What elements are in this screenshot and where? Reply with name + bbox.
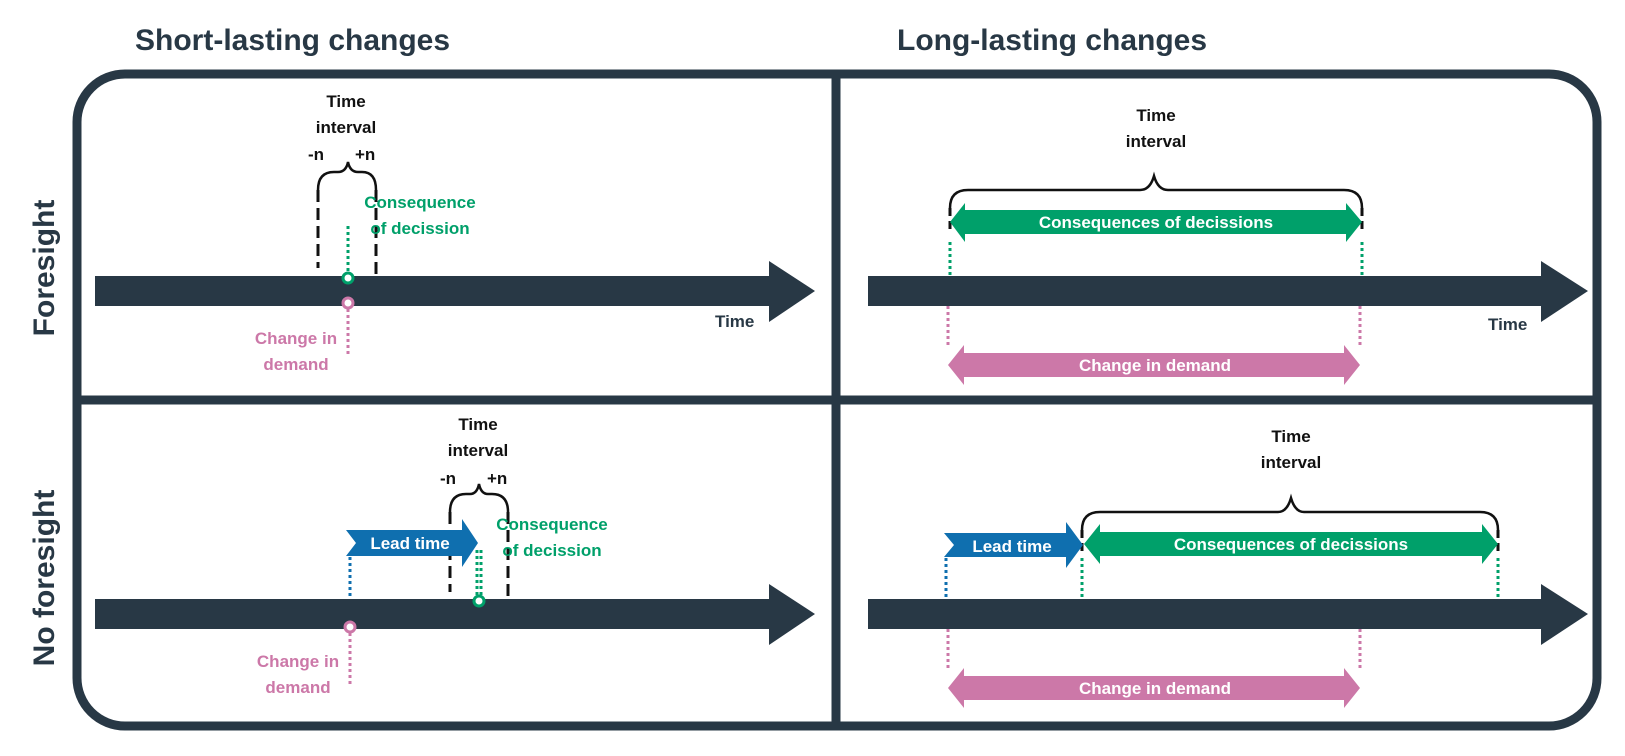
change-label-line2: demand [265,678,330,697]
time-interval-brace [948,171,1364,209]
header-short-lasting: Short-lasting changes [135,24,450,57]
time-interval-label: Time [1271,427,1310,446]
time-interval-label: Time [1136,106,1175,125]
consequence-marker [472,594,486,608]
time-axis-arrow [95,261,815,322]
row-label-foresight: Foresight [28,200,61,337]
consequence-marker [341,271,355,285]
change-label: Change in [255,329,337,348]
change-label: Change in [257,652,339,671]
consequences-double-arrow [1084,524,1498,564]
quadrant-short-foresight: Time Time interval -n +n Consequence of … [95,92,815,374]
quadrant-long-no-foresight: Time interval Lead time Consequences of … [868,427,1588,708]
change-label: Change in demand [1079,679,1231,698]
lead-time-arrow [944,522,1083,568]
time-interval-brace [448,483,510,513]
consequences-label: Consequences of decissions [1039,213,1273,232]
time-interval-label: Time [326,92,365,111]
consequence-label: Consequence [496,515,607,534]
time-axis-label: Time [715,312,754,331]
time-axis-arrow [868,261,1588,322]
change-label: Change in demand [1079,356,1231,375]
time-interval-brace [316,161,378,191]
lead-time-arrow [346,519,478,567]
time-axis-label: Time [1488,315,1527,334]
change-double-arrow [948,668,1360,708]
quadrant-short-no-foresight: Time interval -n +n Lead time Consequenc… [95,415,815,697]
change-double-arrow [948,345,1360,385]
header-long-lasting: Long-lasting changes [897,24,1207,57]
quadrant-long-foresight: Time Time interval Consequences of decis… [868,106,1588,385]
time-axis-arrow [95,584,815,645]
plus-n-label: +n [487,469,507,488]
change-marker [341,296,355,310]
row-label-no-foresight: No foresight [28,490,61,667]
minus-n-label: -n [308,145,324,164]
change-marker [343,620,357,634]
change-label-line2: demand [263,355,328,374]
minus-n-label: -n [440,469,456,488]
consequence-label-line2: of decission [502,541,601,560]
lead-time-label: Lead time [972,537,1051,556]
plus-n-label: +n [355,145,375,164]
consequences-label: Consequences of decissions [1174,535,1408,554]
time-interval-label-line2: interval [1126,132,1186,151]
consequences-double-arrow [950,203,1362,242]
consequence-label-line2: of decission [370,219,469,238]
time-axis-arrow [868,584,1588,645]
time-interval-brace [1080,493,1500,531]
consequence-label: Consequence [364,193,475,212]
lead-time-label: Lead time [370,534,449,553]
time-interval-label-line2: interval [448,441,508,460]
time-interval-label-line2: interval [1261,453,1321,472]
time-interval-label-line2: interval [316,118,376,137]
time-interval-label: Time [458,415,497,434]
